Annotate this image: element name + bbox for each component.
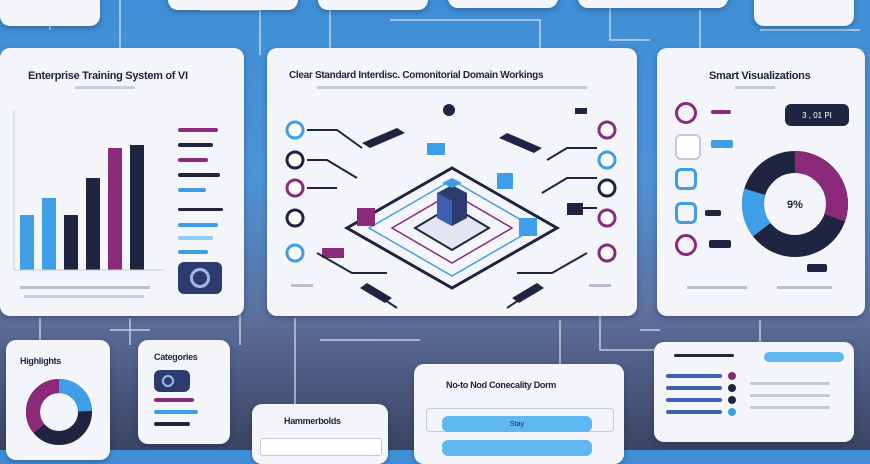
list-row-5 — [750, 382, 830, 385]
isometric-diagram — [285, 104, 617, 309]
smart-title: Smart Visualizations — [709, 70, 811, 82]
center-title: Clear Standard Interdisc. Comonitorial D… — [289, 70, 544, 81]
list-row-1 — [666, 374, 722, 378]
smart-line-1 — [711, 110, 731, 114]
highlights-card: Highlights — [6, 340, 110, 460]
diamond-inner — [390, 192, 514, 264]
central-building-icon — [437, 178, 467, 226]
donut-segment-blue — [742, 151, 848, 257]
list-row-4 — [666, 410, 722, 414]
list-icon-4[interactable] — [728, 408, 736, 416]
top-card-4 — [448, 0, 558, 8]
node-icons-left — [285, 120, 305, 263]
legend-bar-3 — [178, 158, 208, 162]
enterprise-card: Enterprise Training System of VI — [0, 48, 244, 316]
donut-center-label: 9% — [787, 199, 803, 211]
donut-segment-purple — [742, 151, 848, 257]
hammerbolds-title: Hammerbolds — [284, 416, 341, 426]
legend-bar-9 — [178, 250, 208, 254]
chart-caption — [20, 286, 150, 289]
diamond-core — [413, 204, 491, 252]
list-icon-3[interactable] — [728, 396, 736, 404]
smart-line-2 — [711, 140, 733, 148]
nocode-title: No-to Nod Conecality Dorm — [446, 380, 557, 390]
legend-bar-6 — [178, 208, 223, 211]
chart-caption-2 — [24, 295, 144, 298]
nocode-card: No-to Nod Conecality Dorm Stay — [414, 364, 624, 464]
nocode-stay-label: Stay — [509, 420, 524, 428]
list-icon-1[interactable] — [728, 372, 736, 380]
enterprise-subtitle — [75, 86, 135, 89]
smart-line-3 — [705, 210, 721, 216]
smart-line-4 — [709, 240, 731, 248]
legend-bar-5 — [178, 188, 206, 192]
bar-chart — [13, 110, 164, 271]
smart-tag — [807, 264, 827, 272]
top-card-5 — [578, 0, 728, 8]
chart-icon-2[interactable] — [675, 134, 701, 160]
center-caption-left — [291, 284, 313, 287]
smart-subtitle — [735, 86, 775, 89]
bar-6 — [130, 145, 144, 270]
cat-bar-1 — [154, 398, 194, 402]
bar-3 — [64, 215, 78, 270]
bar-2 — [42, 198, 56, 270]
top-card-2 — [168, 0, 298, 10]
categories-icon[interactable] — [154, 370, 190, 392]
legend-bar-4 — [178, 173, 220, 177]
enterprise-title: Enterprise Training System of VI — [28, 70, 188, 82]
smart-value-badge[interactable]: 3 , 01 PI — [785, 104, 849, 126]
connector-bars — [360, 128, 544, 303]
hammerbolds-input[interactable] — [260, 438, 382, 456]
legend-bar-1 — [178, 128, 218, 132]
nocode-stay-button[interactable]: Stay — [442, 416, 592, 432]
chart-icon-5[interactable] — [675, 234, 697, 256]
center-subtitle — [317, 86, 587, 89]
bar-4 — [86, 178, 100, 270]
media-icon[interactable] — [178, 262, 222, 294]
donut-chart: 9% — [742, 151, 848, 257]
top-card-1 — [0, 0, 100, 26]
legend-bar-8 — [178, 236, 213, 240]
cat-bar-2 — [154, 410, 198, 414]
top-card-6 — [754, 0, 854, 26]
diamond-mid — [367, 179, 537, 277]
center-card: Clear Standard Interdisc. Comonitorial D… — [267, 48, 637, 316]
bar-5 — [108, 148, 122, 270]
highlights-title: Highlights — [20, 356, 61, 366]
chart-icon-1[interactable] — [675, 102, 697, 124]
smart-caption-1 — [687, 286, 747, 289]
node-icons-right — [597, 120, 617, 263]
list-row-6 — [750, 394, 830, 397]
list-row-7 — [750, 406, 830, 409]
smart-card: Smart Visualizations 3 , 01 PI 9% — [657, 48, 865, 316]
highlights-donut — [26, 379, 92, 445]
smart-caption-2 — [777, 286, 832, 289]
list-header-text — [674, 354, 734, 357]
list-card — [654, 342, 854, 442]
categories-card: Categories — [138, 340, 230, 444]
list-row-2 — [666, 386, 722, 390]
diamond-outer — [343, 166, 561, 290]
smart-value-text: 3 , 01 PI — [802, 110, 832, 120]
hammerbolds-card: Hammerbolds — [252, 404, 388, 464]
center-caption-right — [589, 284, 611, 287]
legend-bar-7 — [178, 223, 218, 227]
top-node-icon — [443, 104, 455, 116]
list-row-3 — [666, 398, 722, 402]
top-card-3 — [318, 0, 428, 10]
nocode-button-2[interactable] — [442, 440, 592, 456]
list-icon-2[interactable] — [728, 384, 736, 392]
chart-icon-3[interactable] — [675, 168, 697, 190]
bar-1 — [20, 215, 34, 270]
categories-title: Categories — [154, 352, 198, 362]
cat-bar-3 — [154, 422, 190, 426]
top-right-chip — [575, 108, 587, 114]
chart-icon-4[interactable] — [675, 202, 697, 224]
list-header-pill[interactable] — [764, 352, 844, 362]
legend-bar-2 — [178, 143, 213, 147]
